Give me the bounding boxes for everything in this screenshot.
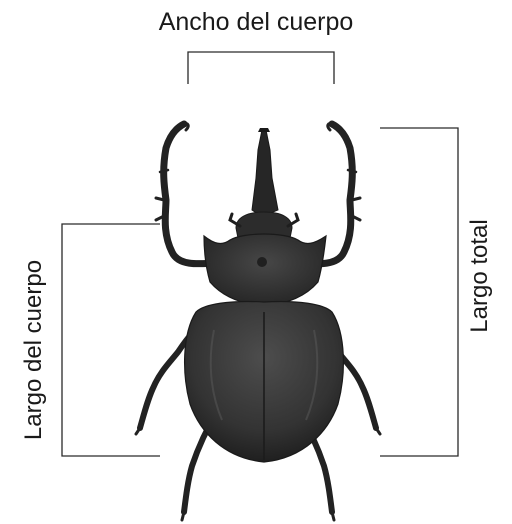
- pronotum: [204, 234, 326, 306]
- horn: [252, 130, 278, 214]
- label-body-width: Ancho del cuerpo: [0, 10, 512, 35]
- label-total-length: Largo total: [468, 219, 492, 332]
- bracket-total-length: [380, 128, 458, 456]
- bracket-body-width: [188, 52, 334, 84]
- label-body-length: Largo del cuerpo: [22, 260, 46, 440]
- beetle-illustration: [136, 123, 380, 520]
- bracket-body-length: [62, 224, 160, 456]
